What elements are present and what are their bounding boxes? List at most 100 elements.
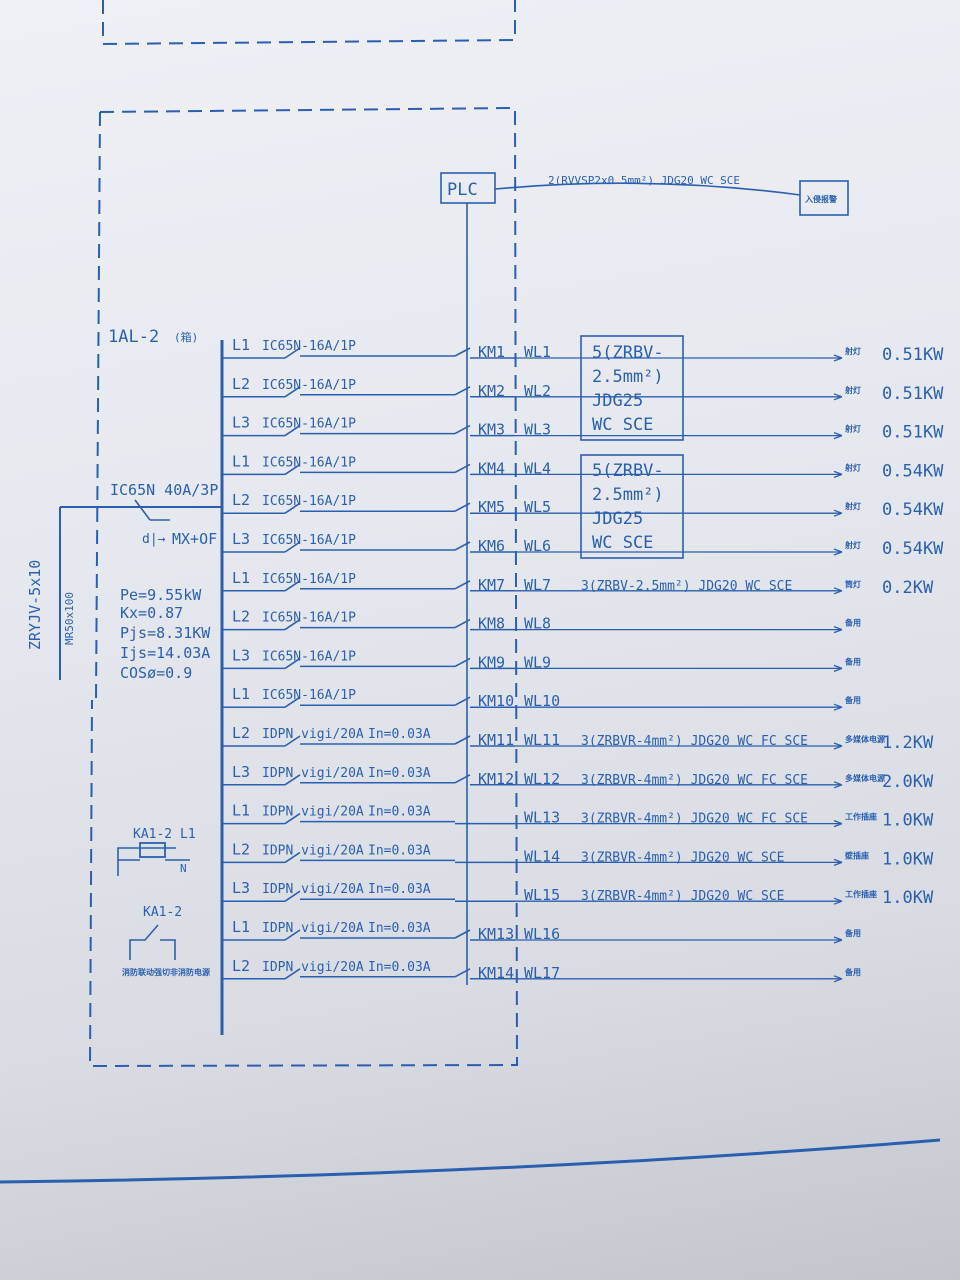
contactor-symbol [454,541,471,551]
contactor-label: KM4 [478,459,505,477]
breaker-label: IDPN vigi/20A [262,727,364,742]
breaker-switch-symbol [284,735,301,747]
intrusion-alarm-box [799,180,849,216]
breaker-switch-symbol [284,851,301,864]
power-label: 0.54KW [882,461,944,481]
breaker-label: IDPN vigi/20A [262,960,364,975]
contactor-label: KM5 [478,498,505,516]
cable-group-1-line-3: JDG25 [592,391,643,411]
load-label: 射灯 [844,385,861,395]
outgoing-arrow [833,625,843,631]
contactor-label: KM14 [478,964,514,982]
breaker-switch-symbol [284,968,301,980]
power-label: 0.2KW [882,578,934,598]
outgoing-arrow [833,628,843,634]
phase-label: L3 [232,763,250,781]
phase-label: L2 [232,724,250,742]
outgoing-arrow [833,667,843,673]
outgoing-arrow [833,509,843,514]
contactor-symbol [454,618,471,629]
breaker-switch-symbol [284,541,301,553]
contactor-label: KM1 [478,343,505,361]
phase-label: L1 [232,452,250,470]
outgoing-arrow [833,590,843,595]
breaker-switch-symbol [284,463,301,476]
breaker-label: IC65N-16A/1P [262,494,356,509]
cable-group-box-2 [580,454,684,559]
power-label: 1.0KW [882,811,934,831]
outgoing-arrow [833,706,843,711]
power-label: 2.0KW [882,772,934,792]
panel-boundary [88,106,519,1068]
breaker-switch-symbol [284,386,301,398]
breaker-label: IDPN vigi/20A [262,882,364,897]
phase-label: L3 [232,414,250,432]
load-label: 多媒体电源 [845,773,885,783]
outgoing-arrow [833,939,843,944]
breaker-switch-symbol [284,812,301,825]
phase-label: L3 [232,879,250,897]
relay-coil-wiring [117,847,190,876]
contactor-symbol [454,424,471,435]
contactor-symbol [454,968,471,978]
load-pjs: Pjs=8.31KW [120,624,211,642]
breaker-label: IC65N-16A/1P [262,417,356,432]
rcd-label: In=0.03A [368,766,431,781]
phase-label: L2 [232,957,250,975]
circuit-label: WL1 [524,343,551,361]
breaker-switch-symbol [284,657,301,670]
main-breaker-symbol [134,499,170,521]
contactor-label: KM12 [478,770,514,788]
load-label: 多媒体电源 [845,734,885,744]
load-label: 射灯 [844,462,861,472]
panel-name-note: (箱) [174,330,198,344]
phase-label: L1 [232,336,250,354]
outgoing-arrow [833,745,843,750]
phase-label: L3 [232,530,250,548]
breaker-label: IDPN vigi/20A [262,843,364,858]
phase-label: L1 [232,802,250,820]
contactor-label: KM2 [478,382,505,400]
phase-label: L3 [232,646,250,664]
phase-label: L2 [232,491,250,509]
outgoing-arrow [833,861,843,867]
svg-text:d|→: d|→ [142,532,166,547]
contactor-label: KM7 [478,576,505,594]
breaker-switch-symbol [284,580,301,592]
load-label: 射灯 [844,424,861,434]
load-label: 射灯 [844,346,861,356]
circuit-label: WL15 [524,886,560,904]
circuit-label: WL14 [524,847,560,865]
circuit-label: WL3 [524,421,551,439]
load-label: 筒灯 [845,579,861,589]
outgoing-arrow [833,512,843,517]
breaker-label: IDPN vigi/20A [262,921,364,936]
outgoing-arrow [833,551,843,556]
rcd-label: In=0.03A [368,882,431,897]
breaker-switch-symbol [284,347,301,359]
load-cos: COSø=0.9 [120,664,192,682]
contactor-symbol [454,929,471,939]
load-label: 工作插座 [845,889,877,899]
contactor-symbol [454,347,471,357]
cable-group-box-1 [580,335,684,441]
contactor-label: KM8 [478,615,505,633]
rcd-label: In=0.03A [368,960,431,975]
outgoing-arrow [833,587,843,592]
rcd-label: In=0.03A [368,805,431,820]
load-label: 备用 [844,928,861,938]
breaker-switch-symbol [284,890,301,902]
breaker-label: IDPN vigi/20A [262,805,364,820]
relay-contact-label: KA1-2 [143,905,182,920]
outgoing-arrow [833,978,843,983]
incoming-cable-label: ZRYJV-5x10 [26,560,44,650]
breaker-switch-symbol [284,502,301,514]
power-label: 1.0KW [882,888,934,908]
outgoing-arrow [833,470,843,476]
cable-label: 3(ZRBVR-4mm²) JDG20 WC FC SCE [581,734,808,749]
relay-coil-label: KA1-2 [133,827,172,842]
power-label: 0.51KW [882,423,944,443]
contactor-label: KM10 [478,692,514,710]
cable-group-1-line-2: 2.5mm²) [592,367,664,387]
circuit-label: WL9 [524,653,551,671]
